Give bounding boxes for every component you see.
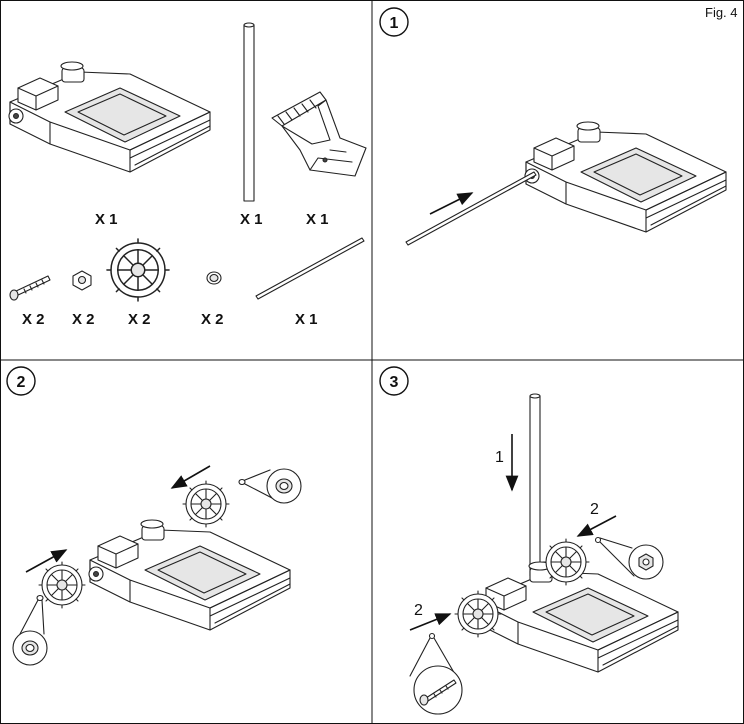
- callout-1-step-3: 1: [495, 449, 504, 466]
- cap-detail-right-step-2: [238, 468, 302, 504]
- wheel-qty-label: X 2: [128, 311, 151, 328]
- axle-qty-label: X 1: [295, 311, 318, 328]
- step-1-number: 1: [390, 15, 399, 32]
- callout-2-right-step-3: 2: [590, 501, 599, 518]
- bolt-detail-step-3: [409, 632, 463, 715]
- cap-detail-left-step-2: [12, 594, 48, 666]
- step-3-number: 3: [390, 374, 399, 391]
- tray-step-2: [88, 519, 291, 631]
- cap-qty-label: X 2: [201, 311, 224, 328]
- cap-part: [206, 271, 222, 285]
- step-3-panel: 3 1 2 2: [379, 366, 679, 715]
- figure-label: Fig. 4: [705, 5, 738, 20]
- step-2-panel: 2: [6, 366, 302, 666]
- handle-part: [271, 91, 367, 177]
- tray-part: [8, 61, 211, 173]
- nut-detail-step-3: [594, 536, 664, 580]
- wheel-part: [106, 238, 170, 302]
- wheel-left-step-3: [454, 590, 502, 638]
- upright-tube-step-3: [529, 393, 541, 577]
- tube-qty-label: X 1: [240, 211, 263, 228]
- handle-qty-label: X 1: [306, 211, 329, 228]
- bolt-qty-label: X 2: [22, 311, 45, 328]
- wheel-right-step-3: [542, 538, 590, 586]
- wheel-arrow-left-step-2: [25, 549, 68, 573]
- step-2-badge: [6, 366, 36, 396]
- step-1-badge: [379, 7, 409, 37]
- wheel-right-step-2: [182, 480, 230, 528]
- axle-part: [255, 237, 365, 300]
- step-2-number: 2: [17, 374, 26, 391]
- step-1-panel: 1: [379, 7, 727, 246]
- upright-tube-part: [243, 22, 255, 202]
- axle-rod-step-1: [405, 171, 537, 246]
- bolt-arrow-step-3: [409, 613, 452, 631]
- nut-arrow-step-3: [576, 515, 617, 537]
- wheel-arrow-right-step-2: [170, 465, 211, 489]
- tray-qty-label: X 1: [95, 211, 118, 228]
- nut-qty-label: X 2: [72, 311, 95, 328]
- parts-panel: X 1 X 1 X 1 X 2 X 2 X 2 X 2 X 1: [8, 22, 367, 328]
- step-3-badge: [379, 366, 409, 396]
- bolt-part: [9, 275, 51, 301]
- callout-2-left-step-3: 2: [414, 602, 423, 619]
- tray-step-1: [524, 121, 727, 233]
- nut-part: [72, 270, 92, 291]
- insert-arrow-step-1: [429, 192, 474, 215]
- wheel-left-step-2: [38, 561, 86, 609]
